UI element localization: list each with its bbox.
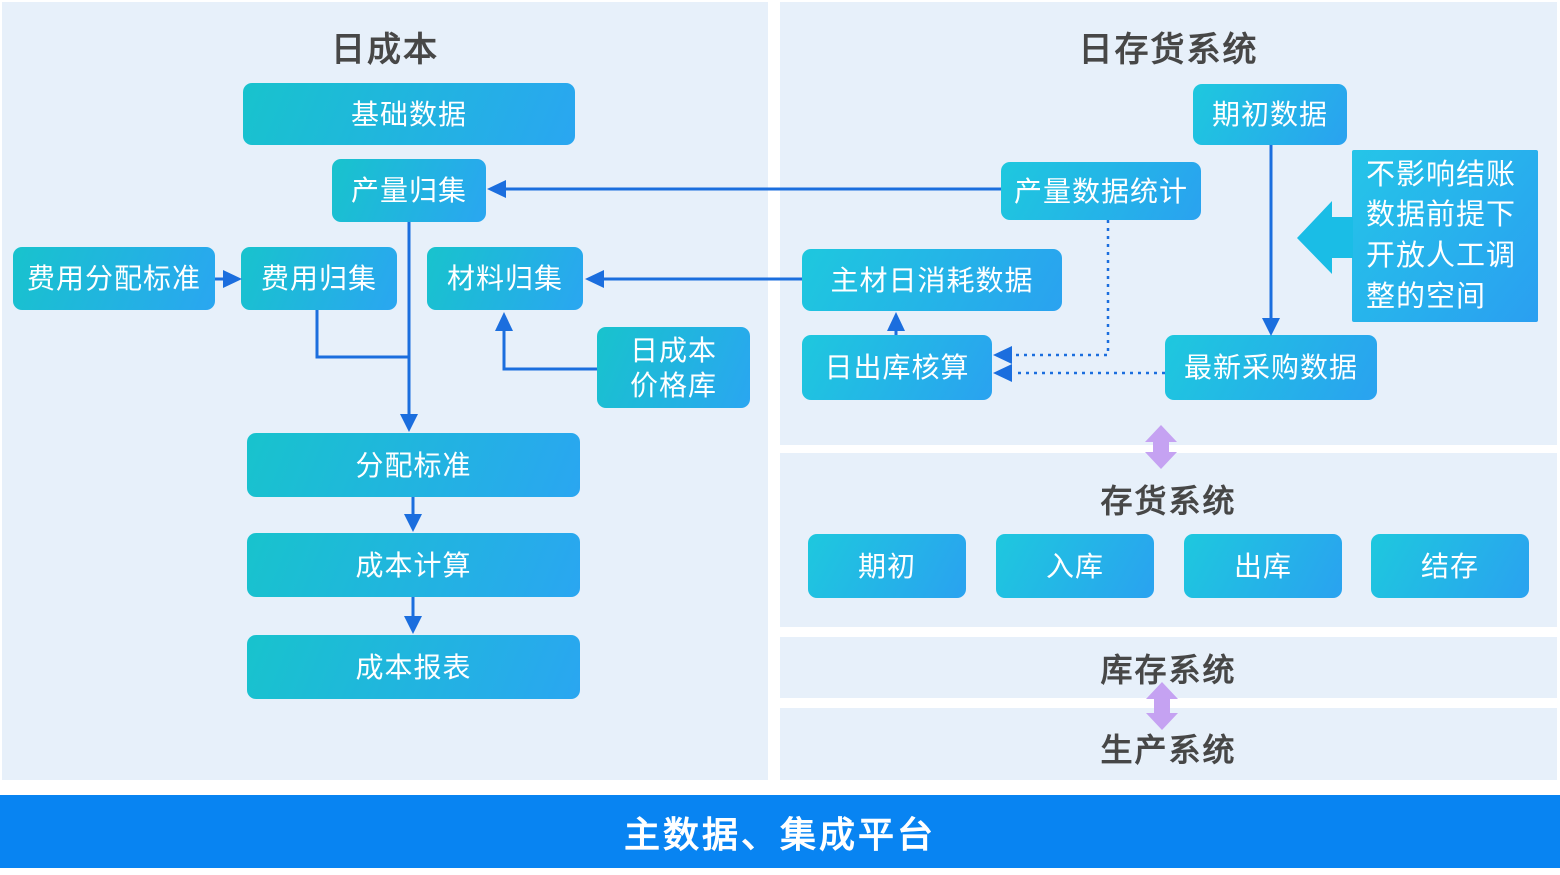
box-output-stats: 产量数据统计 [1001, 162, 1201, 220]
box-inventory-balance: 结存 [1371, 534, 1529, 598]
production-system-title: 生产系统 [1100, 732, 1237, 768]
box-alloc-standard: 分配标准 [247, 433, 580, 497]
warehouse-system-title: 库存系统 [1100, 652, 1237, 688]
box-cost-calc: 成本计算 [247, 533, 580, 597]
box-output-collection: 产量归集 [332, 159, 486, 222]
box-material-collection: 材料归集 [427, 247, 583, 310]
right-panel-title: 日存货系统 [1078, 31, 1259, 69]
box-inventory-outbound: 出库 [1184, 534, 1342, 598]
box-inventory-opening: 期初 [808, 534, 966, 598]
box-expense-alloc-standard: 费用分配标准 [13, 247, 215, 310]
box-daily-cost-price-db: 日成本价格库 [597, 327, 750, 408]
box-basic-data: 基础数据 [243, 83, 575, 145]
inventory-system-title: 存货系统 [1100, 483, 1237, 519]
box-inventory-inbound: 入库 [996, 534, 1154, 598]
box-material-daily-consumption: 主材日消耗数据 [802, 249, 1062, 311]
platform-bar: 主数据、集成平台 [0, 795, 1560, 868]
box-latest-purchase-data: 最新采购数据 [1165, 335, 1377, 400]
platform-bar-label: 主数据、集成平台 [623, 813, 936, 855]
box-daily-outbound-accounting: 日出库核算 [802, 335, 992, 400]
box-expense-collection: 费用归集 [241, 247, 397, 310]
box-opening-data: 期初数据 [1193, 84, 1347, 145]
box-cost-report: 成本报表 [247, 635, 580, 699]
left-panel-title: 日成本 [331, 31, 439, 69]
note-manual-adjustment: 不影响结账数据前提下开放人工调整的空间 [1352, 150, 1538, 322]
